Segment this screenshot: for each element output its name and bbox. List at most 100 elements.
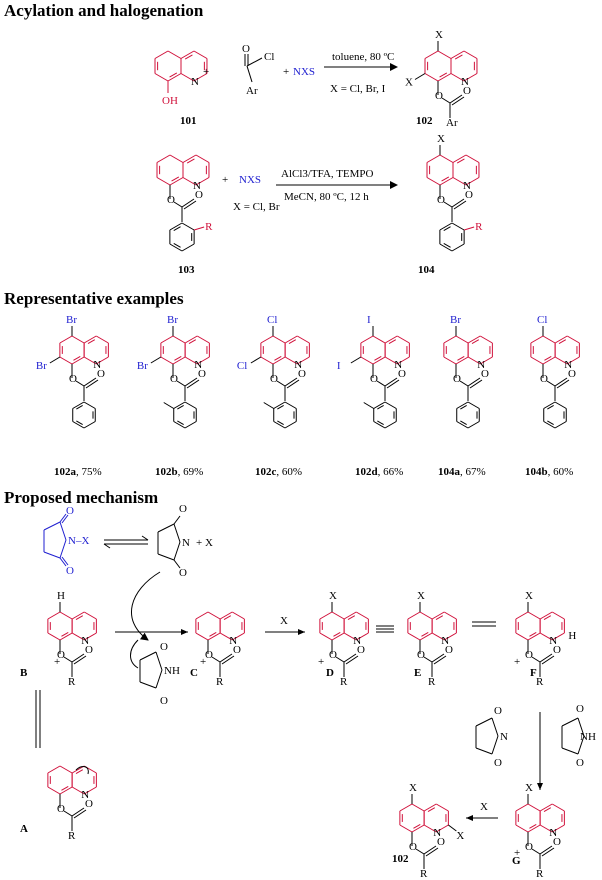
double-bond — [277, 404, 284, 410]
x-substituent: X — [435, 29, 443, 41]
double-bond — [76, 404, 83, 410]
ring-bond — [169, 243, 183, 252]
ring-bond — [451, 243, 465, 252]
r-group: R — [68, 676, 76, 688]
ring-bond — [343, 611, 357, 620]
ring-bond — [47, 611, 61, 620]
n-x-bond: N–X — [68, 535, 89, 547]
hydrogen: H — [568, 630, 576, 642]
ring-bond — [542, 356, 556, 365]
bond — [59, 521, 67, 541]
double-bond — [173, 226, 181, 231]
double-bond — [543, 807, 552, 812]
double-bond — [177, 404, 184, 410]
bond — [539, 845, 553, 855]
ester-oxygen: O — [540, 373, 548, 385]
bond — [414, 73, 426, 80]
x-substituent: X — [437, 133, 445, 145]
double-bond — [209, 632, 217, 637]
nitrogen-atom: N — [477, 359, 485, 371]
conditions-2b: MeCN, 80 ºC, 12 h — [284, 191, 369, 203]
plus-charge: + — [54, 656, 60, 668]
nitrogen-atom: N — [564, 359, 572, 371]
double-bond — [471, 339, 480, 344]
ring-bond — [452, 177, 467, 186]
bond — [577, 735, 585, 755]
label-102: 102 — [392, 853, 409, 865]
ring-bond — [195, 154, 210, 163]
ring-bond — [169, 177, 184, 186]
double-bond — [277, 420, 284, 426]
bond — [350, 356, 362, 364]
ring-bond — [71, 765, 85, 774]
ring-bond — [343, 632, 357, 641]
halogen-c7: Cl — [237, 360, 247, 372]
ring-bond — [384, 335, 398, 344]
ring-bond — [467, 421, 480, 429]
example-label: 104a, 67% — [438, 466, 486, 478]
halogen-c5: Br — [66, 314, 77, 326]
nitrogen-atom: N — [549, 827, 557, 839]
ring-bond — [182, 154, 197, 163]
example-label: 102c, 60% — [255, 466, 302, 478]
ester-oxygen: O — [329, 649, 337, 661]
nitrogen-atom: N — [81, 789, 89, 801]
bond — [425, 847, 439, 857]
bond — [423, 656, 433, 663]
ring-bond — [443, 335, 457, 344]
compound-id: 102a — [54, 466, 77, 478]
nitrogen-atom: N — [294, 359, 302, 371]
bond — [211, 656, 221, 663]
ring-bond — [467, 335, 481, 344]
x-substituent: X — [329, 590, 337, 602]
bond — [467, 377, 481, 387]
ring-bond — [355, 632, 369, 641]
ring-bond — [331, 611, 345, 620]
x-substituent: X — [417, 590, 425, 602]
ring-bond — [551, 611, 565, 620]
ring-bond — [83, 356, 97, 365]
bond — [59, 513, 67, 523]
carbonyl-oxygen: O — [463, 85, 471, 97]
ester-oxygen: O — [205, 649, 213, 661]
ring-bond — [566, 335, 580, 344]
heading-mechanism: Proposed mechanism — [4, 488, 158, 507]
ring-bond — [451, 222, 465, 231]
label-102: 102 — [416, 115, 433, 127]
yield-value: , 75% — [76, 466, 102, 478]
ring-bond — [182, 177, 197, 186]
ring-bond — [373, 421, 386, 429]
ring-bond — [419, 632, 433, 641]
double-bond — [457, 356, 465, 361]
plus-sign: + — [203, 66, 209, 78]
nitrogen-atom: N — [193, 180, 201, 192]
ring-bond — [431, 632, 445, 641]
ring-bond — [419, 611, 433, 620]
ring-bond — [539, 632, 553, 641]
double-bond — [186, 158, 195, 164]
bond — [61, 556, 69, 566]
carbonyl-oxygen: O — [553, 644, 561, 656]
compound-id: 102d — [355, 466, 378, 478]
ring-bond — [399, 824, 413, 833]
x-radical: X — [480, 801, 488, 813]
plus-sign-3: + — [222, 174, 228, 186]
ring-bond — [360, 356, 374, 365]
ring-bond — [95, 356, 109, 365]
yield-value: , 60% — [548, 466, 574, 478]
ring-bond — [284, 401, 297, 409]
ring-bond — [59, 335, 73, 344]
r-group: R — [68, 830, 76, 842]
bond — [43, 521, 61, 531]
ring-bond — [83, 632, 97, 641]
arrow-head — [466, 815, 473, 821]
ring-bond — [319, 632, 333, 641]
ring-bond — [167, 50, 182, 59]
ester-oxygen: O — [69, 373, 77, 385]
ring-bond — [72, 421, 85, 429]
aryl-group: Ar — [446, 117, 458, 129]
ester-oxygen: O — [453, 373, 461, 385]
bond — [423, 845, 437, 855]
bond — [49, 356, 61, 364]
quinolinol-101: NOH — [154, 50, 208, 107]
